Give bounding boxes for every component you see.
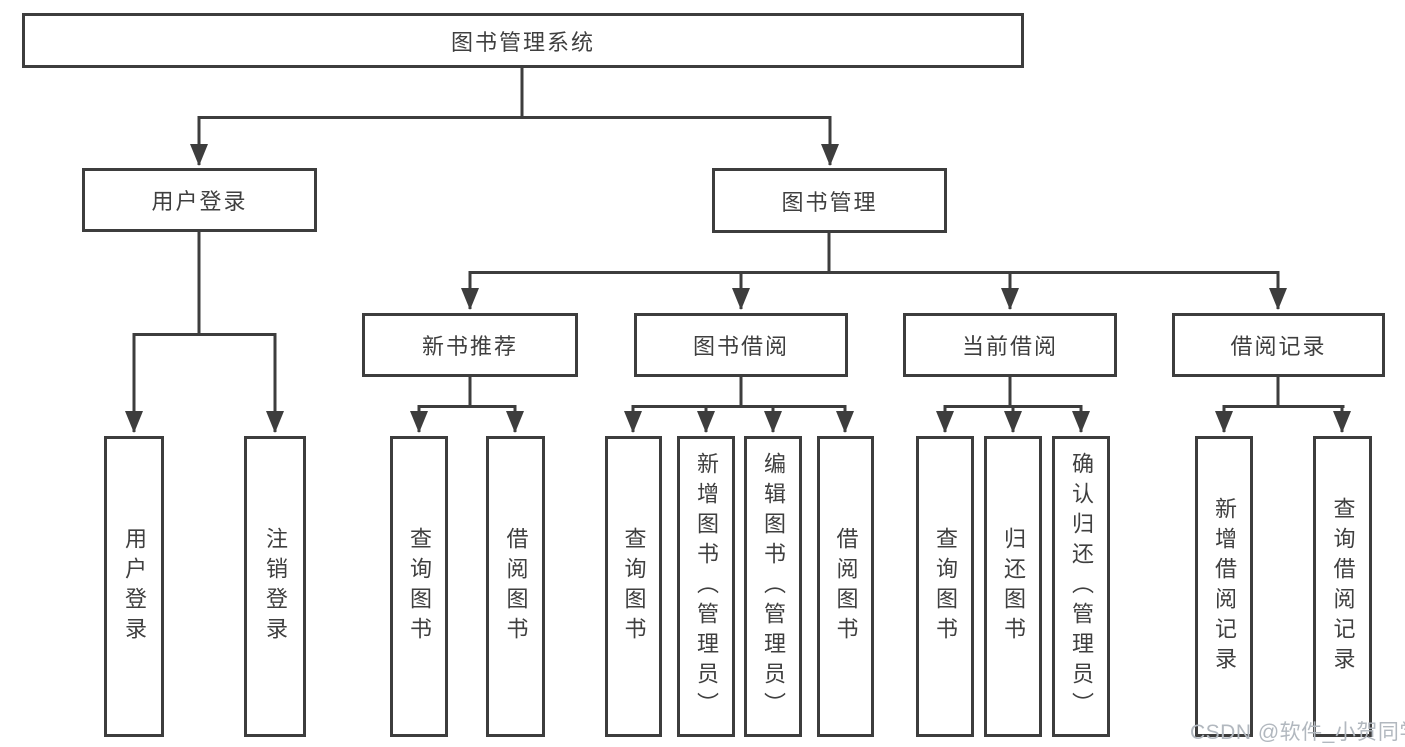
leaf-return-books-label: 归还图书 (1001, 526, 1026, 647)
leaf-edit-books-admin: 编辑图书（管理员） (744, 436, 802, 737)
leaf-query-borrow-record: 查询借阅记录 (1313, 436, 1372, 737)
leaf-logout-label: 注销登录 (263, 526, 288, 647)
leaf-query-books-current: 查询图书 (916, 436, 974, 737)
leaf-confirm-return-admin: 确认归还（管理员） (1052, 436, 1110, 737)
leaf-add-borrow-record: 新增借阅记录 (1195, 436, 1253, 737)
node-current-borrow: 当前借阅 (903, 313, 1117, 377)
node-user-login: 用户登录 (82, 168, 317, 232)
node-new-book-recommend: 新书推荐 (362, 313, 578, 377)
csdn-watermark: CSDN @软件_小贺同学 (1190, 721, 1405, 744)
leaf-add-borrow-record-label: 新增借阅记录 (1212, 496, 1237, 677)
leaf-edit-books-admin-label: 编辑图书（管理员） (761, 451, 786, 722)
leaf-add-books-admin-label: 新增图书（管理员） (694, 451, 719, 722)
leaf-logout: 注销登录 (244, 436, 306, 737)
leaf-user-login-label: 用户登录 (122, 526, 147, 647)
leaf-query-books-borrow: 查询图书 (605, 436, 662, 737)
node-borrow-records: 借阅记录 (1172, 313, 1385, 377)
leaf-borrow-books-recommend: 借阅图书 (486, 436, 545, 737)
leaf-borrow-books: 借阅图书 (817, 436, 874, 737)
node-root-library-system: 图书管理系统 (22, 13, 1024, 68)
leaf-borrow-books-recommend-label: 借阅图书 (503, 526, 529, 647)
leaf-query-books-recommend-label: 查询图书 (407, 526, 432, 647)
leaf-query-books-current-label: 查询图书 (933, 526, 958, 647)
leaf-query-borrow-record-label: 查询借阅记录 (1330, 496, 1356, 677)
leaf-query-books-recommend: 查询图书 (390, 436, 448, 737)
leaf-add-books-admin: 新增图书（管理员） (677, 436, 735, 737)
leaf-user-login: 用户登录 (104, 436, 164, 737)
leaf-confirm-return-admin-label: 确认归还（管理员） (1069, 451, 1094, 722)
node-book-borrow: 图书借阅 (634, 313, 848, 377)
leaf-return-books: 归还图书 (984, 436, 1042, 737)
leaf-borrow-books-label: 借阅图书 (833, 526, 859, 647)
node-book-management: 图书管理 (712, 168, 947, 233)
leaf-query-books-borrow-label: 查询图书 (621, 526, 647, 647)
